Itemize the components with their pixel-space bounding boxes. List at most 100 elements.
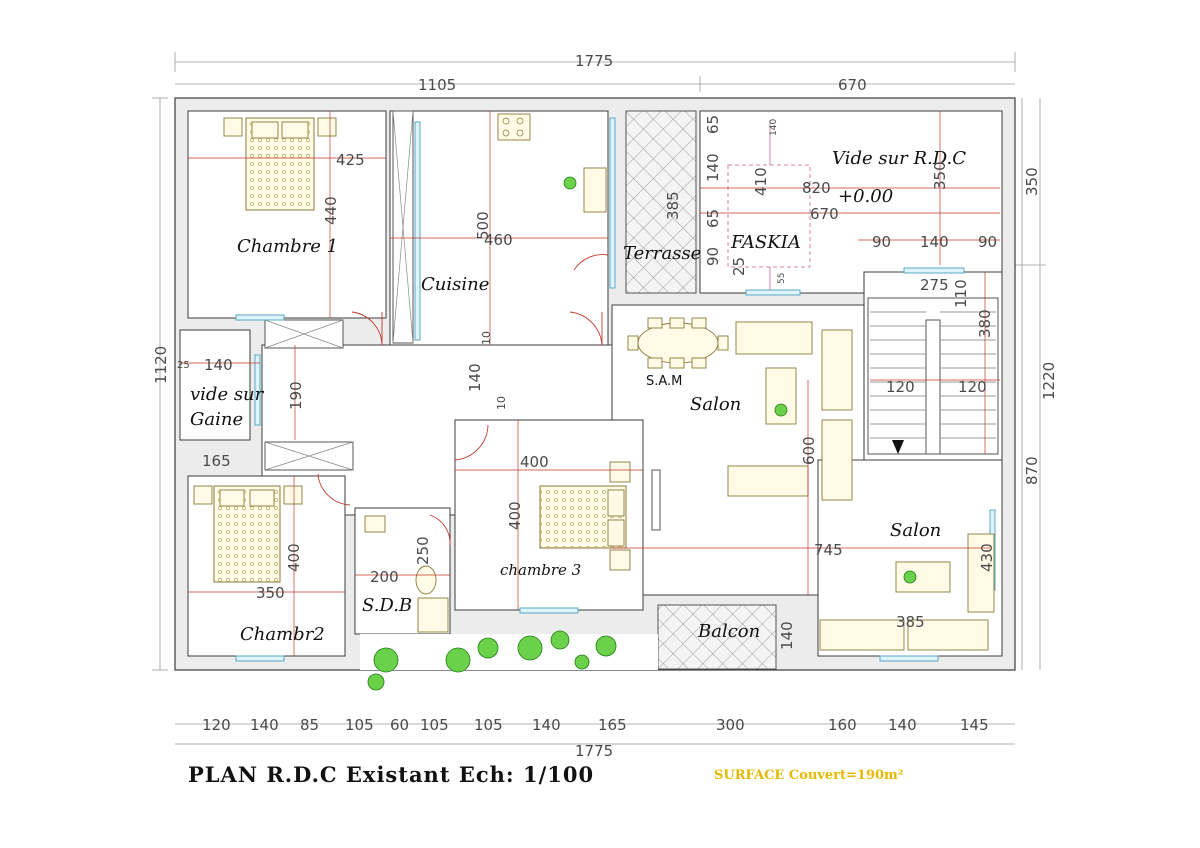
terrasse-hatch [625,110,697,294]
faskia-zone [727,120,811,290]
dim-right-mid: 1220 [1040,362,1058,400]
dim-bottom-total: 1775 [575,742,613,760]
dim-left-total: 1120 [152,346,170,384]
dim-sdb-200: 200 [370,568,399,586]
dim-t-25: 25 [730,257,748,276]
staircase [867,297,999,455]
dim-ch3-400w: 400 [520,453,549,471]
label-chambre3: chambre 3 [500,561,581,579]
bathroom-fixtures [364,515,449,633]
dim-vide-670: 670 [810,205,839,223]
dim-r-140: 140 [920,233,949,251]
dim-r-90a: 90 [872,233,891,251]
dim-bottom-segment: 140 [532,716,561,734]
dim-faskia-140: 140 [769,119,779,136]
dim-ch3-400h: 400 [506,501,524,530]
dim-t-65b: 65 [704,209,722,228]
dim-cuisine-w: 460 [484,231,513,249]
right-dimensions: 350 1220 870 [1014,98,1058,670]
building-shell [174,97,1016,671]
doors [317,254,609,546]
label-chambre2: Chambr2 [240,624,325,645]
dim-bottom-segment: 165 [598,716,627,734]
dim-vide-820: 820 [802,179,831,197]
dim-bottom-segment: 105 [474,716,503,734]
dining-set [627,317,729,369]
label-faskia: FASKIA [730,232,801,253]
label-salon1: Salon [690,394,741,415]
dim-t-90: 90 [704,247,722,266]
dim-bottom-segment: 105 [420,716,449,734]
dim-vide-350: 350 [931,161,949,190]
label-cuisine: Cuisine [421,274,489,295]
dim-gaine-165: 165 [202,452,231,470]
plan-title: PLAN R.D.C Existant Ech: 1/100 [188,762,595,787]
stair-arrow [892,440,904,454]
dim-bottom-segment: 300 [716,716,745,734]
garden-plants [367,630,617,691]
dim-salon-745: 745 [814,541,843,559]
dim-salon-600: 600 [800,436,818,465]
dim-bottom-segment: 120 [202,716,231,734]
dim-stair-120b: 120 [958,378,987,396]
closets [264,110,414,471]
label-salon2: Salon [890,520,941,541]
dim-stair-110: 110 [952,279,970,308]
dim-bottom-segment: 140 [250,716,279,734]
salon2-furniture [819,533,995,651]
label-level: +0.00 [838,186,893,207]
dim-cuisine-h: 500 [474,211,492,240]
label-balcon: Balcon [697,621,760,642]
dim-gaine-140: 140 [204,356,233,374]
label-sdb: S.D.B [362,595,412,616]
dim-terrasse-h: 385 [664,191,682,220]
dim-bottom-segment: 160 [828,716,857,734]
label-sam: S.A.M [646,374,682,389]
label-chambre1: Chambre 1 [237,236,338,257]
dim-bottom-segment: 145 [960,716,989,734]
dim-hall-190: 190 [287,381,305,410]
dim-ch2-400: 400 [285,543,303,572]
dim-sdb-250: 250 [414,536,432,565]
dim-bottom-segment: 140 [888,716,917,734]
dim-faskia-55: 55 [777,273,787,284]
dim-right-bottom: 870 [1023,456,1041,485]
dim-right-top: 350 [1023,167,1041,196]
salon1-furniture [727,321,853,501]
dim-ch1-w: 425 [336,151,365,169]
dim-salon-385: 385 [896,613,925,631]
top-dimensions: 1775 1105 670 [174,52,1016,94]
dim-ch1-h: 440 [322,196,340,225]
dim-top-left: 1105 [418,76,456,94]
label-vide-gaine-1: vide sur [190,384,265,405]
dim-bottom-segment: 60 [390,716,409,734]
dim-t-140: 140 [704,153,722,182]
dim-ch2-350: 350 [256,584,285,602]
dim-salon-430: 430 [978,543,996,572]
dim-faskia-410: 410 [752,167,770,196]
bed-chambre1 [223,117,337,211]
dim-bottom-segment: 105 [345,716,374,734]
dim-hall-140: 140 [466,363,484,392]
dim-top-right: 670 [838,76,867,94]
bed-chambre2 [193,485,303,583]
dim-top-total: 1775 [575,52,613,70]
dim-stair-120a: 120 [886,378,915,396]
dim-gaine-25: 25 [177,360,190,371]
dim-bottom-segment: 85 [300,716,319,734]
dim-stair-380: 380 [976,309,994,338]
kitchen-fixtures [497,113,607,213]
balcon-hatch [657,604,777,670]
dim-stair-275: 275 [920,276,949,294]
label-terrasse: Terrasse [623,243,701,264]
label-vide-gaine-2: Gaine [190,409,243,430]
bottom-dimensions: 1775 120 140 85 105 60 105 105 140 165 300 160 140 1… [175,716,1015,760]
left-dimensions: 1120 [152,97,170,671]
dim-balcon-140: 140 [778,621,796,650]
interior-dimension-lines [180,111,1000,656]
surface-label: SURFACE Couvert=190m² [714,768,904,783]
bed-chambre3 [539,461,661,571]
label-vide-rdc: Vide sur R.D.C [832,148,966,169]
dim-r-90b: 90 [978,233,997,251]
